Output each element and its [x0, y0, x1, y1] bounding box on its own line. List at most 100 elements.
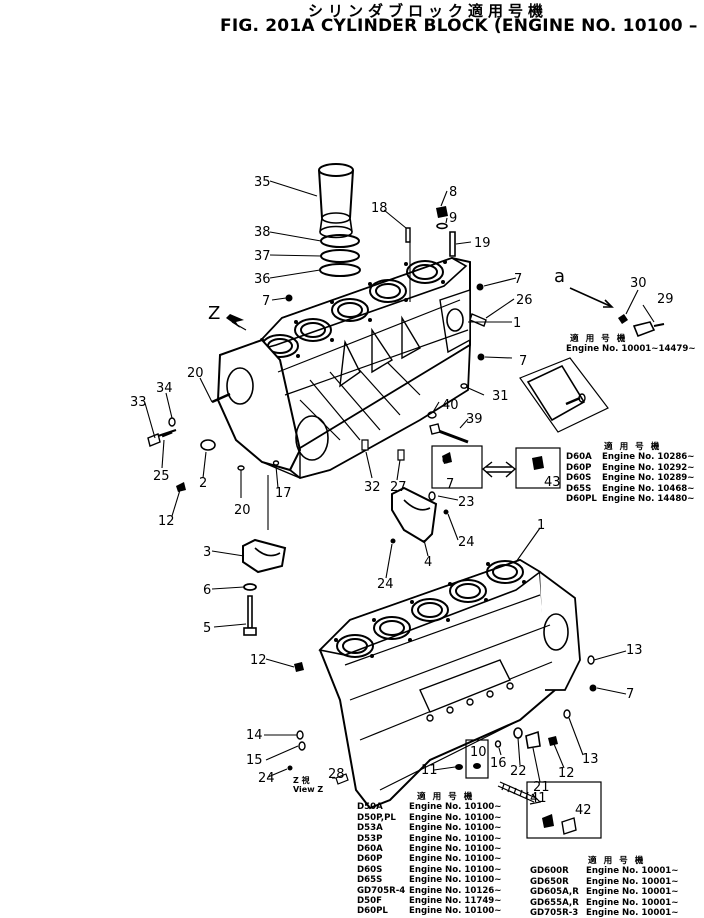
- model-cell: GD655A,R: [530, 897, 579, 908]
- inset-box-7: [431, 445, 483, 489]
- engine-number-cell: Engine No. 10100~: [409, 875, 502, 886]
- model-cell: D60P: [566, 462, 592, 473]
- callout-32: 32: [364, 480, 381, 495]
- callout-18: 18: [371, 201, 388, 216]
- cylinder-liner: [318, 163, 354, 239]
- model-cell: D60PL: [357, 906, 388, 917]
- pins-24: [287, 509, 449, 771]
- view-z-en: View Z: [293, 785, 324, 794]
- stud-25: [161, 430, 173, 438]
- engine-number-cell: Engine No. 10100~: [409, 864, 502, 875]
- pin-16: [494, 740, 502, 748]
- pin-17: [272, 460, 280, 466]
- inset-box-43: [515, 447, 561, 489]
- model-cell: D60S: [566, 473, 592, 484]
- pin-19: [449, 231, 456, 257]
- callout-38: 38: [254, 225, 271, 240]
- pin-18: [405, 227, 411, 243]
- table-upper-header: 適 用 号 機: [570, 334, 628, 344]
- callout-7: 7: [446, 477, 454, 492]
- callout-20: 20: [234, 503, 251, 518]
- engine-number-cell: Engine No. 10100~: [409, 833, 502, 844]
- double-arrow: [481, 461, 517, 478]
- callout-14: 14: [246, 728, 263, 743]
- washer-30: [618, 314, 628, 324]
- o-ring-15: [298, 741, 306, 751]
- callout-26: 26: [516, 293, 533, 308]
- callout-4: 4: [424, 555, 432, 570]
- callout-31: 31: [492, 389, 509, 404]
- callout-12: 12: [558, 766, 575, 781]
- dowel-26: [469, 313, 487, 327]
- callout-2: 2: [199, 476, 207, 491]
- callout-21: 21: [533, 780, 550, 795]
- model-cell: D60S: [357, 864, 383, 875]
- model-cell: D53A: [357, 823, 383, 834]
- callout-22: 22: [510, 764, 527, 779]
- bolt-10: [465, 739, 489, 779]
- table-row: D65S Engine No. 10100~: [357, 875, 501, 885]
- bolt-5: [243, 595, 257, 636]
- engine-number-cell: Engine No. 10001~: [586, 908, 679, 918]
- callout-23: 23: [458, 495, 475, 510]
- model-cell: D60P: [357, 854, 383, 865]
- callout-40: 40: [442, 398, 459, 413]
- callout-8: 8: [449, 185, 457, 200]
- model-cell: D65S: [357, 875, 383, 886]
- callout-37: 37: [254, 249, 271, 264]
- callout-35: 35: [254, 175, 271, 190]
- arrow-a: [569, 287, 614, 308]
- engine-number-cell: Engine No. 10100~: [409, 812, 502, 823]
- applicability-table-upper: 適 用 号 機 Engine No. 10001~14479~: [566, 334, 696, 355]
- model-cell: D60A: [357, 844, 383, 855]
- callout-13: 13: [626, 643, 643, 658]
- callout-27: 27: [390, 480, 407, 495]
- main-bearing-cap-4: [391, 486, 438, 544]
- callout-12: 12: [158, 514, 175, 529]
- label-z: Z: [208, 303, 221, 324]
- o-ring-14: [296, 730, 304, 740]
- o-ring-22: [513, 727, 523, 739]
- plug-12-left: [294, 662, 304, 672]
- cover-box: [519, 357, 609, 433]
- callout-29: 29: [657, 292, 674, 307]
- callout-20: 20: [187, 366, 204, 381]
- washer-6: [243, 583, 257, 591]
- o-ring-23: [428, 491, 436, 501]
- label-a: a: [554, 266, 566, 287]
- main-bearing-cap-3: [242, 538, 287, 574]
- callout-24: 24: [377, 577, 394, 592]
- view-z-jp: Z 視: [293, 776, 310, 785]
- bolt-45: [565, 393, 586, 406]
- plug-11: [455, 764, 463, 770]
- callout-16: 16: [490, 756, 507, 771]
- washer-34: [168, 417, 176, 427]
- engine-number-cell: Engine No. 10292~: [602, 462, 695, 473]
- callout-39: 39: [466, 412, 483, 427]
- callout-6: 6: [203, 583, 211, 598]
- inset-box-41-42: [526, 781, 602, 839]
- engine-number-cell: Engine No. 10126~: [409, 885, 502, 896]
- liner-o-rings: [319, 234, 361, 277]
- pin-28: [335, 773, 349, 785]
- model-cell: D60PL: [566, 494, 597, 505]
- table-right-header: 適 用 号 機: [604, 442, 662, 452]
- callout-7: 7: [626, 687, 634, 702]
- model-cell: GD650R: [530, 876, 569, 887]
- callout-36: 36: [254, 272, 271, 287]
- figure-title: FIG. 201A CYLINDER BLOCK (ENGINE NO. 101…: [220, 16, 704, 36]
- plug-12-upper: [176, 482, 186, 492]
- engine-number-cell: Engine No. 10289~: [602, 473, 695, 484]
- table-bottom-header: 適 用 号 機: [417, 792, 475, 802]
- callout-7: 7: [514, 272, 522, 287]
